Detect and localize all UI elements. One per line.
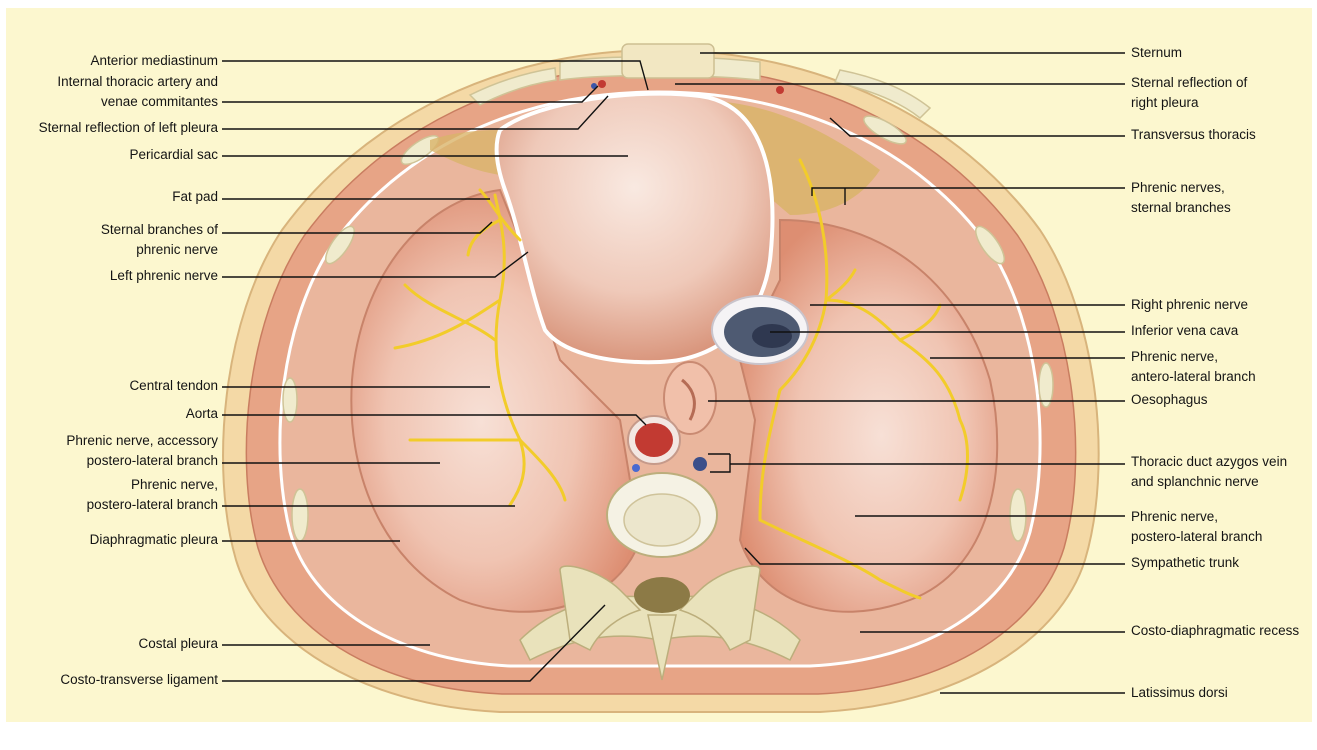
label-costo-transverse-ligament: Costo-transverse ligament [60,670,218,690]
label-line: phrenic nerve [101,240,218,260]
label-transversus-thoracis: Transversus thoracis [1131,125,1256,145]
label-line: Central tendon [129,376,218,396]
label-line: Right phrenic nerve [1131,295,1248,315]
thoracic-duct-vessel [632,464,640,472]
label-sternal-reflection-left-pleura: Sternal reflection of left pleura [39,118,218,138]
label-fat-pad: Fat pad [172,187,218,207]
label-line: and splanchnic nerve [1131,472,1287,492]
label-line: Sternal reflection of left pleura [39,118,218,138]
label-costo-diaphragmatic-recess: Costo-diaphragmatic recess [1131,621,1299,641]
label-costal-pleura: Costal pleura [138,634,218,654]
label-line: Pericardial sac [129,145,218,165]
label-line: antero-lateral branch [1131,367,1256,387]
label-anterior-mediastinum: Anterior mediastinum [90,51,218,71]
label-phrenic-accessory-posterolateral: Phrenic nerve, accessory postero-lateral… [66,431,218,471]
label-line: Sternum [1131,43,1182,63]
label-pericardial-sac: Pericardial sac [129,145,218,165]
label-inferior-vena-cava: Inferior vena cava [1131,321,1238,341]
label-line: postero-lateral branch [1131,527,1262,547]
label-sternal-reflection-right-pleura: Sternal reflection of right pleura [1131,73,1247,113]
label-line: Phrenic nerves, [1131,178,1231,198]
label-line: Left phrenic nerve [110,266,218,286]
label-line: Anterior mediastinum [90,51,218,71]
label-oesophagus: Oesophagus [1131,390,1208,410]
label-line: Inferior vena cava [1131,321,1238,341]
label-line: Thoracic duct azygos vein [1131,452,1287,472]
label-line: Sympathetic trunk [1131,553,1239,573]
label-left-phrenic-nerve: Left phrenic nerve [110,266,218,286]
label-line: Diaphragmatic pleura [90,530,218,550]
label-right-phrenic-nerve: Right phrenic nerve [1131,295,1248,315]
label-line: Costo-transverse ligament [60,670,218,690]
internal-thoracic-vessel [598,80,606,88]
label-line: Phrenic nerve, [1131,507,1262,527]
right-internal-thoracic-vessel [776,86,784,94]
label-line: Aorta [186,404,218,424]
label-sternal-branches-phrenic: Sternal branches of phrenic nerve [101,220,218,260]
label-sympathetic-trunk: Sympathetic trunk [1131,553,1239,573]
label-central-tendon: Central tendon [129,376,218,396]
label-line: Phrenic nerve, [87,475,218,495]
label-sternum: Sternum [1131,43,1182,63]
label-line: Fat pad [172,187,218,207]
label-phrenic-posterolateral-right: Phrenic nerve, postero-lateral branch [1131,507,1262,547]
label-phrenic-anterolateral: Phrenic nerve, antero-lateral branch [1131,347,1256,387]
aorta-lumen [635,423,673,457]
label-line: sternal branches [1131,198,1231,218]
azygos-vein [693,457,707,471]
label-aorta: Aorta [186,404,218,424]
label-line: Latissimus dorsi [1131,683,1228,703]
label-line: postero-lateral branch [66,451,218,471]
label-line: venae commitantes [57,92,218,112]
label-latissimus-dorsi: Latissimus dorsi [1131,683,1228,703]
label-internal-thoracic-artery: Internal thoracic artery and venae commi… [57,72,218,112]
label-line: Sternal branches of [101,220,218,240]
label-diaphragmatic-pleura: Diaphragmatic pleura [90,530,218,550]
inferior-vena-cava-inner [752,324,792,348]
label-line: Oesophagus [1131,390,1208,410]
label-line: postero-lateral branch [87,495,218,515]
label-line: Sternal reflection of [1131,73,1247,93]
label-phrenic-posterolateral-left: Phrenic nerve, postero-lateral branch [87,475,218,515]
label-line: Phrenic nerve, [1131,347,1256,367]
label-line: Internal thoracic artery and [57,72,218,92]
label-line: Costal pleura [138,634,218,654]
label-line: Transversus thoracis [1131,125,1256,145]
label-phrenic-sternal-branches: Phrenic nerves, sternal branches [1131,178,1231,218]
label-line: Phrenic nerve, accessory [66,431,218,451]
label-line: right pleura [1131,93,1247,113]
label-thoracic-duct: Thoracic duct azygos vein and splanchnic… [1131,452,1287,492]
label-line: Costo-diaphragmatic recess [1131,621,1299,641]
